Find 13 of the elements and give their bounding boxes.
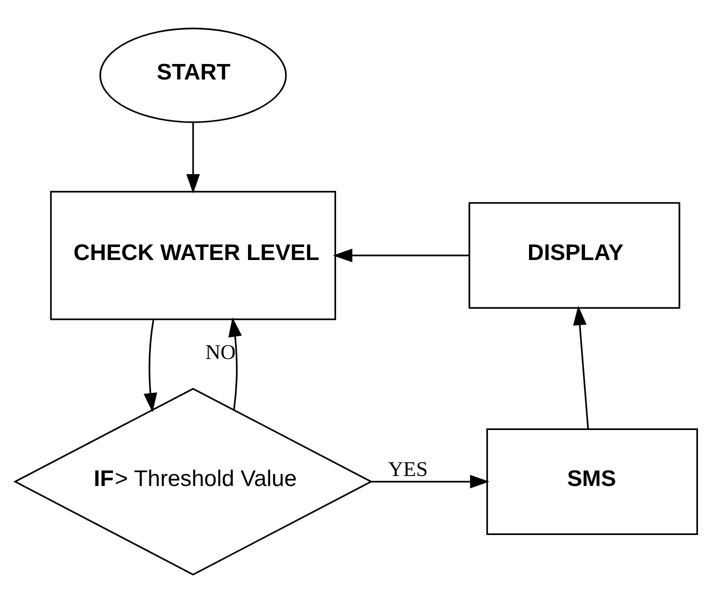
edge-label: YES xyxy=(388,456,428,480)
arrow xyxy=(573,305,589,429)
node-box: CHECK WATER LEVEL xyxy=(50,190,336,320)
node-ellipse: START xyxy=(99,27,287,122)
edge-label: NO xyxy=(205,340,236,364)
arrow xyxy=(186,122,200,194)
arrow xyxy=(228,316,242,410)
node-box: SMS xyxy=(486,428,698,534)
node-box: DISPLAY xyxy=(468,202,680,308)
node-diamond: IF> Threshold Value xyxy=(13,387,373,575)
arrow xyxy=(144,319,158,412)
arrow xyxy=(332,248,470,262)
arrow xyxy=(372,474,490,488)
